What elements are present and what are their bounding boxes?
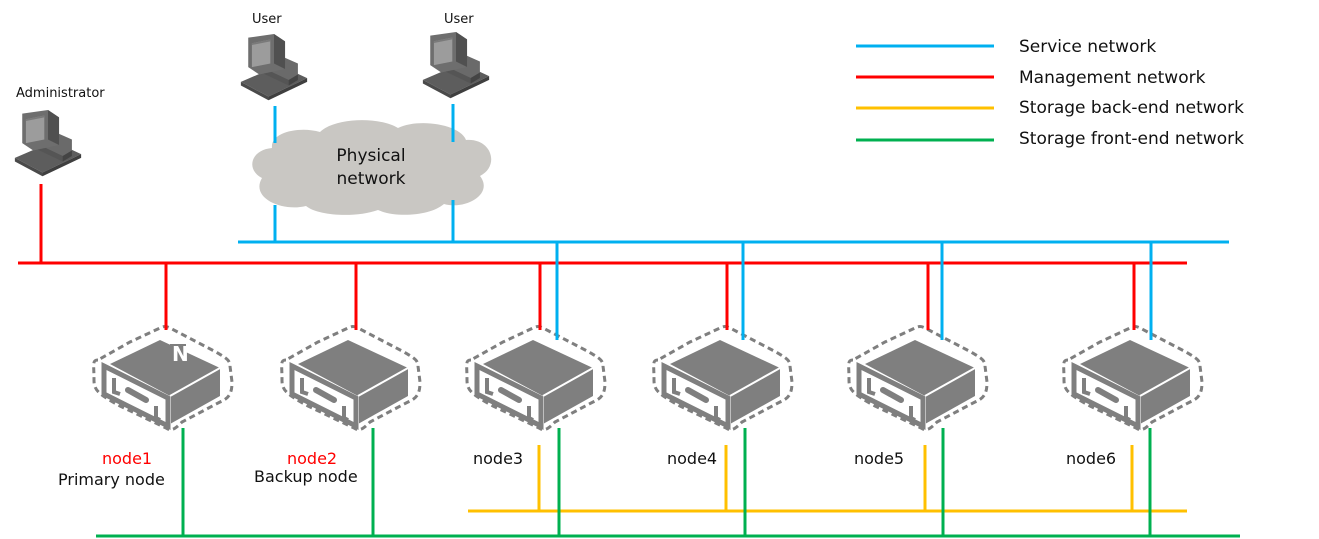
administrator-computer-icon [14, 110, 82, 177]
user-label-1: User [252, 12, 282, 27]
user2-computer-icon [422, 32, 490, 99]
physical-network-label: Physical network [320, 145, 422, 191]
node1-server-icon [94, 327, 232, 430]
node2-role: Backup node [254, 467, 358, 486]
node3-name: node3 [473, 449, 524, 468]
legend-label-management: Management network [1019, 68, 1206, 88]
cloud-icon [252, 120, 492, 215]
node6-server-icon [1064, 327, 1202, 430]
legend-label-service: Service network [1019, 37, 1157, 57]
node1-role: Primary node [58, 470, 165, 489]
node2-name: node2 [287, 449, 338, 468]
node3-server-icon [467, 327, 605, 430]
node1-name: node1 [102, 449, 153, 468]
cloud-label-line2: network [336, 169, 406, 189]
node6-name: node6 [1066, 449, 1117, 468]
node4-name: node4 [667, 449, 718, 468]
node1-badge-background [170, 344, 186, 364]
legend-label-storage-frontend: Storage front-end network [1019, 129, 1244, 149]
node1-primary-badge: N [172, 342, 189, 366]
legend-label-storage-backend: Storage back-end network [1019, 98, 1244, 118]
administrator-label: Administrator [16, 86, 105, 101]
node4-server-icon [654, 327, 792, 430]
cloud-label-line1: Physical [336, 146, 406, 166]
user-label-2: User [444, 12, 474, 27]
node2-server-icon [282, 327, 420, 430]
user1-computer-icon [240, 34, 308, 101]
node5-name: node5 [854, 449, 905, 468]
node5-server-icon [849, 327, 987, 430]
